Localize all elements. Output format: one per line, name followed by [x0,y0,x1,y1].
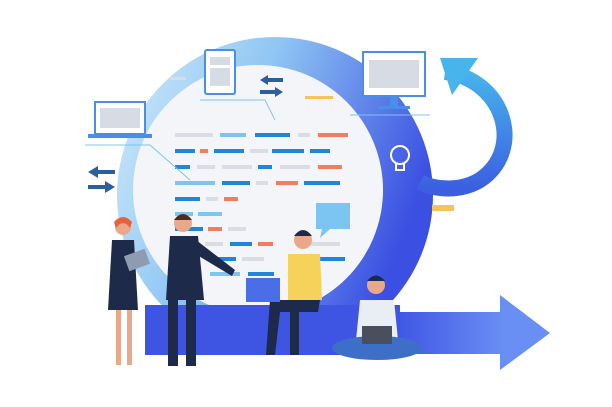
man-with-laptop [246,230,322,355]
dash [305,96,333,99]
swap-arrows-icon [88,75,283,193]
man-pointing [166,214,235,366]
dash [170,77,186,80]
speech-bubble-icon [316,203,350,238]
woman-with-tablet [108,217,151,365]
dash [432,205,454,211]
man-cross-legged [332,275,422,360]
tablet-icon [204,49,236,95]
laptop-icon [88,101,152,138]
progress-arrow [145,295,550,370]
code-lines [175,133,348,276]
monitor-icon [362,51,426,109]
cycle-arrow-icon [416,58,513,197]
connector-lines [85,99,430,181]
lightbulb-icon [390,145,410,171]
